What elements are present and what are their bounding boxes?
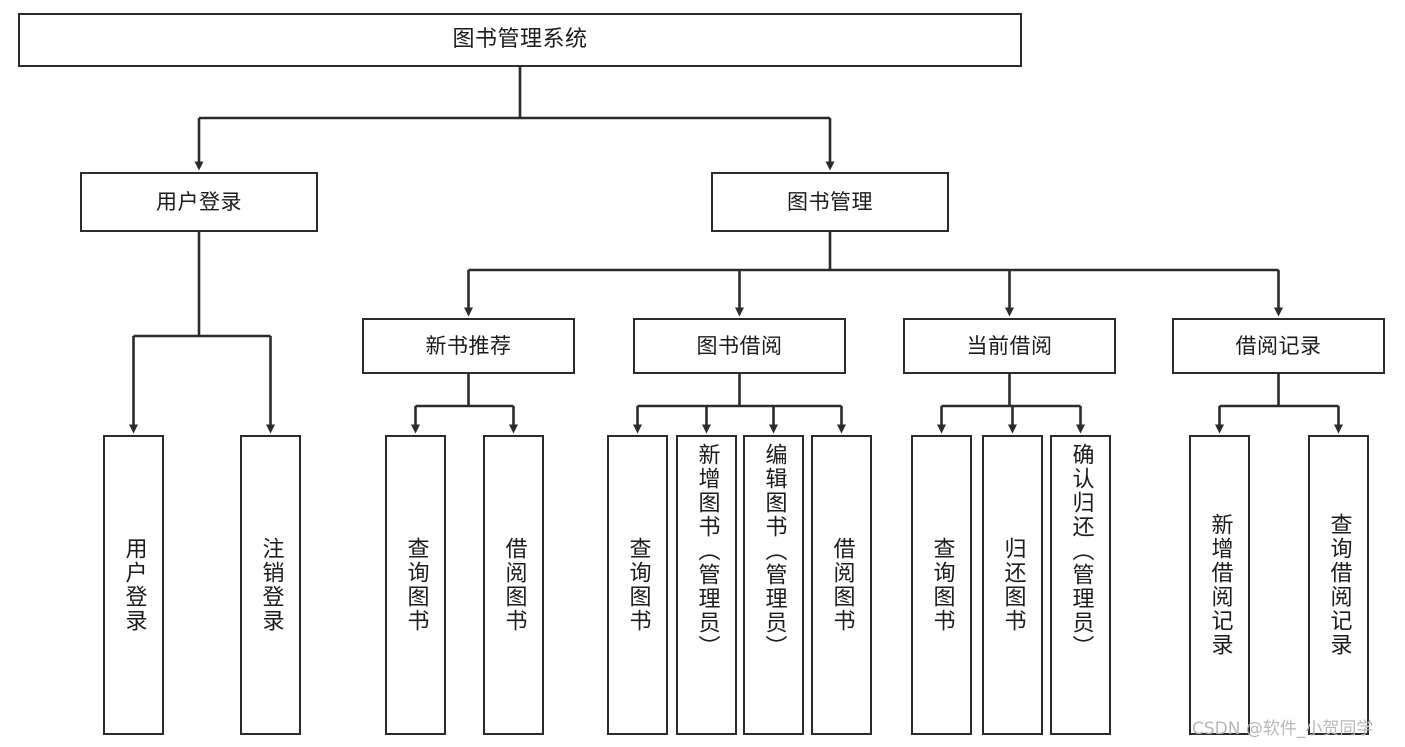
node-label-user-login: 用户登录 bbox=[156, 189, 242, 214]
node-label-leaf-borrow-book-rec: 借阅图书 bbox=[501, 537, 527, 633]
node-label-leaf-confirm-return: 确认归还（管理员） bbox=[1068, 443, 1094, 659]
node-label-book-manage: 图书管理 bbox=[787, 189, 873, 214]
node-label-book-borrow: 图书借阅 bbox=[696, 333, 783, 358]
node-new-book-recommend[interactable]: 新书推荐 bbox=[362, 318, 575, 374]
node-label-root: 图书管理系统 bbox=[452, 27, 588, 53]
node-current-borrow[interactable]: 当前借阅 bbox=[903, 318, 1116, 374]
node-leaf-query-book-rec[interactable]: 查询图书 bbox=[385, 435, 446, 735]
node-label-leaf-add-book: 新增图书（管理员） bbox=[694, 443, 720, 659]
node-user-login[interactable]: 用户登录 bbox=[80, 172, 318, 232]
node-label-new-book-recommend: 新书推荐 bbox=[425, 333, 512, 358]
node-label-current-borrow: 当前借阅 bbox=[966, 333, 1053, 358]
node-leaf-return-book[interactable]: 归还图书 bbox=[982, 435, 1043, 735]
node-label-leaf-user-logout: 注销登录 bbox=[258, 537, 284, 633]
node-label-leaf-query-book-rec: 查询图书 bbox=[403, 537, 429, 633]
node-label-leaf-edit-book: 编辑图书（管理员） bbox=[761, 443, 787, 659]
node-label-leaf-query-record: 查询借阅记录 bbox=[1326, 513, 1352, 657]
node-label-leaf-return-book: 归还图书 bbox=[1000, 537, 1026, 633]
node-label-leaf-user-login: 用户登录 bbox=[121, 537, 147, 633]
node-book-borrow[interactable]: 图书借阅 bbox=[633, 318, 846, 374]
node-root[interactable]: 图书管理系统 bbox=[18, 13, 1022, 67]
node-label-leaf-borrow-book: 借阅图书 bbox=[829, 537, 855, 633]
node-leaf-add-book[interactable]: 新增图书（管理员） bbox=[676, 435, 737, 735]
node-label-leaf-add-record: 新增借阅记录 bbox=[1207, 513, 1233, 657]
node-leaf-user-login[interactable]: 用户登录 bbox=[103, 435, 164, 735]
node-leaf-add-record[interactable]: 新增借阅记录 bbox=[1189, 435, 1250, 735]
node-leaf-query-record[interactable]: 查询借阅记录 bbox=[1308, 435, 1369, 735]
node-label-leaf-query-book-borrow: 查询图书 bbox=[625, 537, 651, 633]
csdn-watermark: CSDN @软件_小贺同学 bbox=[1192, 719, 1374, 739]
node-leaf-borrow-book-rec[interactable]: 借阅图书 bbox=[483, 435, 544, 735]
node-label-borrow-record: 借阅记录 bbox=[1235, 333, 1322, 358]
node-label-leaf-query-book-cur: 查询图书 bbox=[929, 537, 955, 633]
node-leaf-borrow-book[interactable]: 借阅图书 bbox=[811, 435, 872, 735]
node-borrow-record[interactable]: 借阅记录 bbox=[1172, 318, 1385, 374]
node-leaf-edit-book[interactable]: 编辑图书（管理员） bbox=[743, 435, 804, 735]
node-leaf-query-book-borrow[interactable]: 查询图书 bbox=[607, 435, 668, 735]
node-leaf-query-book-cur[interactable]: 查询图书 bbox=[911, 435, 972, 735]
node-leaf-confirm-return[interactable]: 确认归还（管理员） bbox=[1050, 435, 1111, 735]
node-leaf-user-logout[interactable]: 注销登录 bbox=[240, 435, 301, 735]
node-book-manage[interactable]: 图书管理 bbox=[711, 172, 949, 232]
